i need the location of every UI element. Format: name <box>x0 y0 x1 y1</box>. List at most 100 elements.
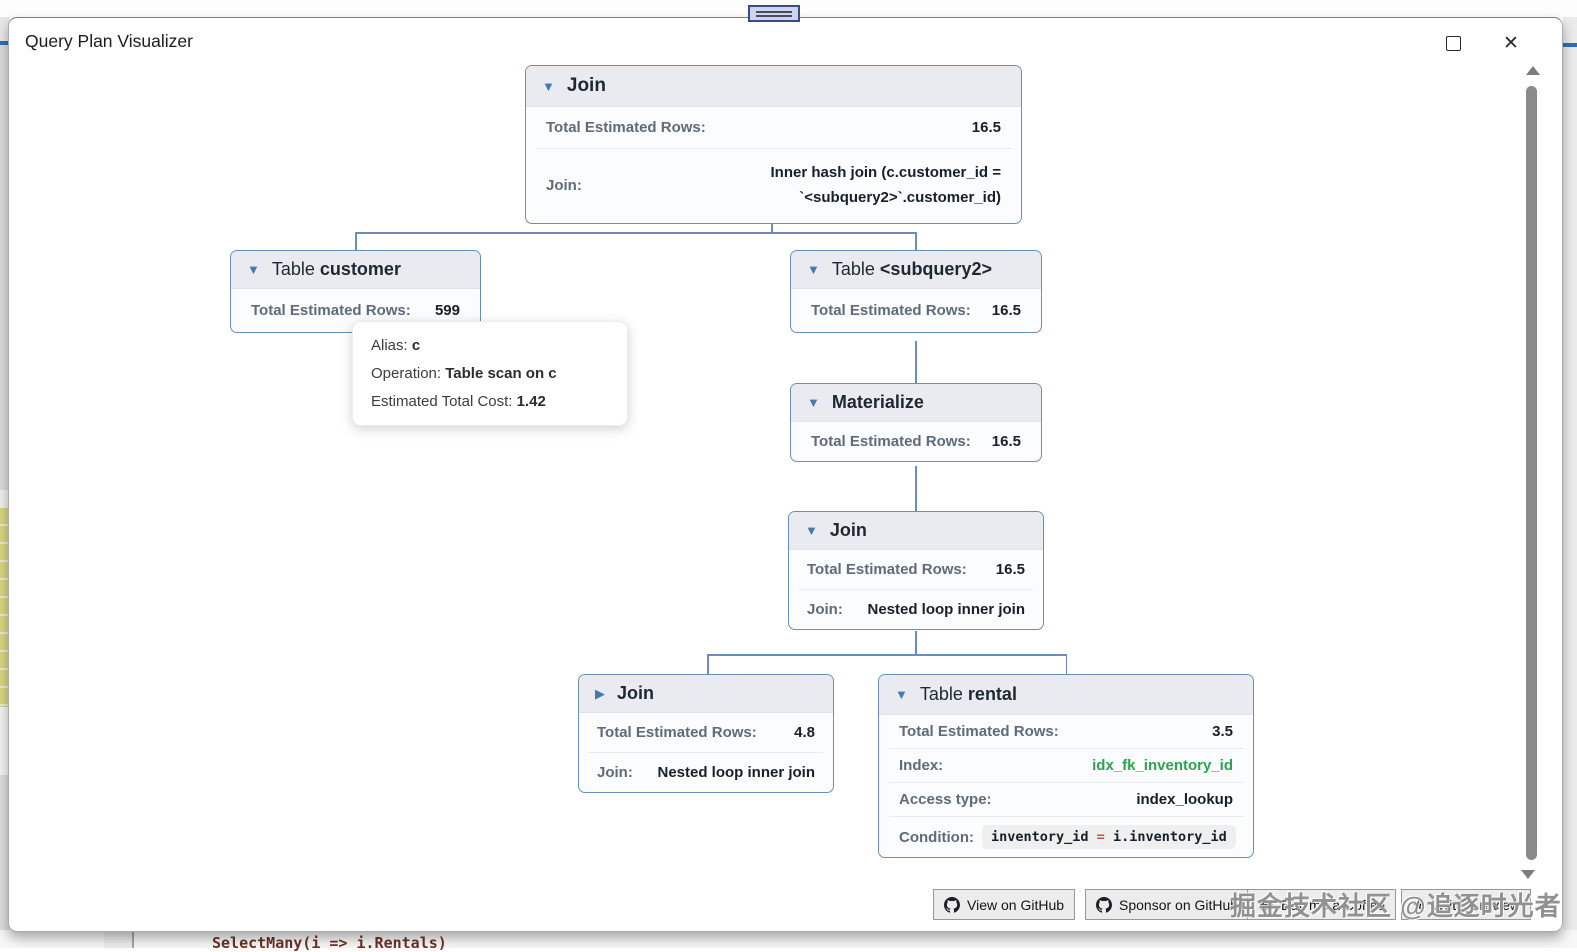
collapse-triangle-icon: ▼ <box>247 262 260 277</box>
button-label: View on GitHub <box>967 896 1065 913</box>
row-value: 16.5 <box>995 561 1025 578</box>
background-left-strip <box>0 17 10 41</box>
row-label: Total Estimated Rows: <box>546 119 706 136</box>
row-label: Access type: <box>899 791 992 808</box>
collapse-triangle-icon: ▼ <box>805 523 818 538</box>
node-row: Join: Nested loop inner join <box>789 590 1043 629</box>
row-value: index_lookup <box>1136 791 1233 808</box>
collapse-triangle-icon: ▼ <box>542 78 555 94</box>
connector-line <box>915 466 917 512</box>
editor-background <box>0 930 1577 948</box>
row-label: Index: <box>899 757 944 774</box>
node-row: Access type: index_lookup <box>879 783 1253 816</box>
tooltip-operation-row: Operation: Table scan on c <box>371 365 557 382</box>
node-header[interactable]: ▶ Join <box>579 675 833 713</box>
plan-node-table-rental: ▼ Table rental Total Estimated Rows: 3.5… <box>878 674 1254 858</box>
button-label: Write a review <box>1431 896 1520 913</box>
scrollbar-up-icon[interactable] <box>1526 66 1540 75</box>
scrollbar-thumb[interactable] <box>1526 86 1537 860</box>
button-label: Buy me a Coffee <box>1281 896 1386 913</box>
background-right-strip <box>1563 17 1577 948</box>
row-separator <box>536 148 1011 149</box>
row-label: Join: <box>807 601 843 618</box>
row-value: 16.5 <box>991 302 1021 319</box>
node-row[interactable]: Total Estimated Rows: 599 <box>231 289 480 332</box>
node-tooltip: Alias: c Operation: Table scan on c Esti… <box>352 321 628 426</box>
connector-line <box>1065 654 1067 675</box>
row-separator <box>889 748 1243 749</box>
node-title: Join <box>829 520 867 540</box>
scrollbar-down-icon[interactable] <box>1521 870 1535 879</box>
node-header[interactable]: ▼ Join <box>789 512 1043 550</box>
row-label: Join: <box>597 764 633 781</box>
collapse-triangle-icon: ▼ <box>807 395 820 410</box>
maximize-icon <box>1445 35 1461 51</box>
maximize-button[interactable] <box>1438 30 1468 56</box>
connector-line <box>915 341 917 384</box>
coffee-cup-icon <box>1260 900 1273 910</box>
node-row: Total Estimated Rows: 16.5 <box>789 550 1043 589</box>
left-accent-line <box>0 41 10 45</box>
view-on-github-button[interactable]: View on GitHub <box>933 889 1076 920</box>
write-a-review-button[interactable]: ★ Write a review <box>1401 889 1531 920</box>
index-name-value: idx_fk_inventory_id <box>1092 757 1233 774</box>
buy-me-a-coffee-button[interactable]: Buy me a Coffee <box>1247 889 1397 920</box>
close-button[interactable]: ✕ <box>1494 27 1528 59</box>
plan-node-join-middle: ▼ Join Total Estimated Rows: 16.5 Join: … <box>788 511 1044 630</box>
node-row: Total Estimated Rows: 3.5 <box>879 715 1253 748</box>
star-icon: ★ <box>1412 896 1425 913</box>
connector-line <box>355 232 357 251</box>
connector-line <box>355 232 917 234</box>
expand-triangle-icon: ▶ <box>595 686 605 701</box>
row-value: Nested loop inner join <box>867 601 1025 618</box>
row-label: Total Estimated Rows: <box>251 302 411 319</box>
node-title: Materialize <box>831 392 924 412</box>
connector-line <box>915 232 917 251</box>
plan-node-table-subquery2: ▼ Table <subquery2> Total Estimated Rows… <box>790 250 1042 333</box>
condition-code-chip: inventory_id = i.inventory_id <box>981 825 1236 849</box>
row-label: Total Estimated Rows: <box>597 724 757 741</box>
connector-line <box>707 654 709 675</box>
node-header[interactable]: ▼ Join <box>526 66 1021 107</box>
row-value: 599 <box>434 302 460 319</box>
row-value: 16.5 <box>991 433 1021 450</box>
row-separator <box>889 816 1243 817</box>
plan-node-materialize: ▼ Materialize Total Estimated Rows: 16.5 <box>790 383 1042 462</box>
tooltip-cost-row: Estimated Total Cost: 1.42 <box>371 393 546 410</box>
background-left-strip <box>0 45 10 490</box>
node-header[interactable]: ▼ Table <subquery2> <box>791 251 1041 289</box>
node-row: Join: Nested loop inner join <box>579 753 833 792</box>
node-header[interactable]: ▼ Materialize <box>791 384 1041 422</box>
node-row: Total Estimated Rows: 4.8 <box>579 713 833 752</box>
node-row: Join: Inner hash join (c.customer_id = `… <box>526 149 1021 223</box>
row-separator <box>589 752 823 753</box>
row-value: 4.8 <box>794 724 815 741</box>
editor-code-line: SelectMany(i => i.Rentals) <box>212 934 447 952</box>
row-label: Total Estimated Rows: <box>899 723 1059 740</box>
background-left-strip <box>0 490 10 508</box>
node-header[interactable]: ▼ Table customer <box>231 251 480 289</box>
row-value: 3.5 <box>1212 723 1233 740</box>
close-icon: ✕ <box>1503 32 1519 54</box>
collapse-triangle-icon: ▼ <box>895 687 908 702</box>
node-title: Table <subquery2> <box>831 259 992 279</box>
sponsor-on-github-button[interactable]: Sponsor on GitHub <box>1085 889 1250 920</box>
plan-node-table-customer: ▼ Table customer Total Estimated Rows: 5… <box>230 250 481 333</box>
row-separator <box>799 589 1033 590</box>
connector-line <box>915 631 917 655</box>
row-separator <box>889 782 1243 783</box>
github-icon <box>944 896 960 913</box>
background-left-strip <box>0 775 10 930</box>
node-header[interactable]: ▼ Table rental <box>879 675 1253 715</box>
row-label: Total Estimated Rows: <box>811 302 971 319</box>
node-title: Join <box>566 75 606 96</box>
row-value: Inner hash join (c.customer_id = `<subqu… <box>770 164 1001 206</box>
node-row: Total Estimated Rows: 16.5 <box>791 289 1041 332</box>
row-label: Total Estimated Rows: <box>807 561 967 578</box>
node-row: Index: idx_fk_inventory_id <box>879 749 1253 782</box>
node-title: Table rental <box>919 684 1017 704</box>
window-drag-handle[interactable] <box>748 5 800 22</box>
node-row: Total Estimated Rows: 16.5 <box>526 107 1021 148</box>
plan-node-join-root: ▼ Join Total Estimated Rows: 16.5 Join: … <box>525 65 1022 224</box>
collapse-triangle-icon: ▼ <box>807 262 820 277</box>
